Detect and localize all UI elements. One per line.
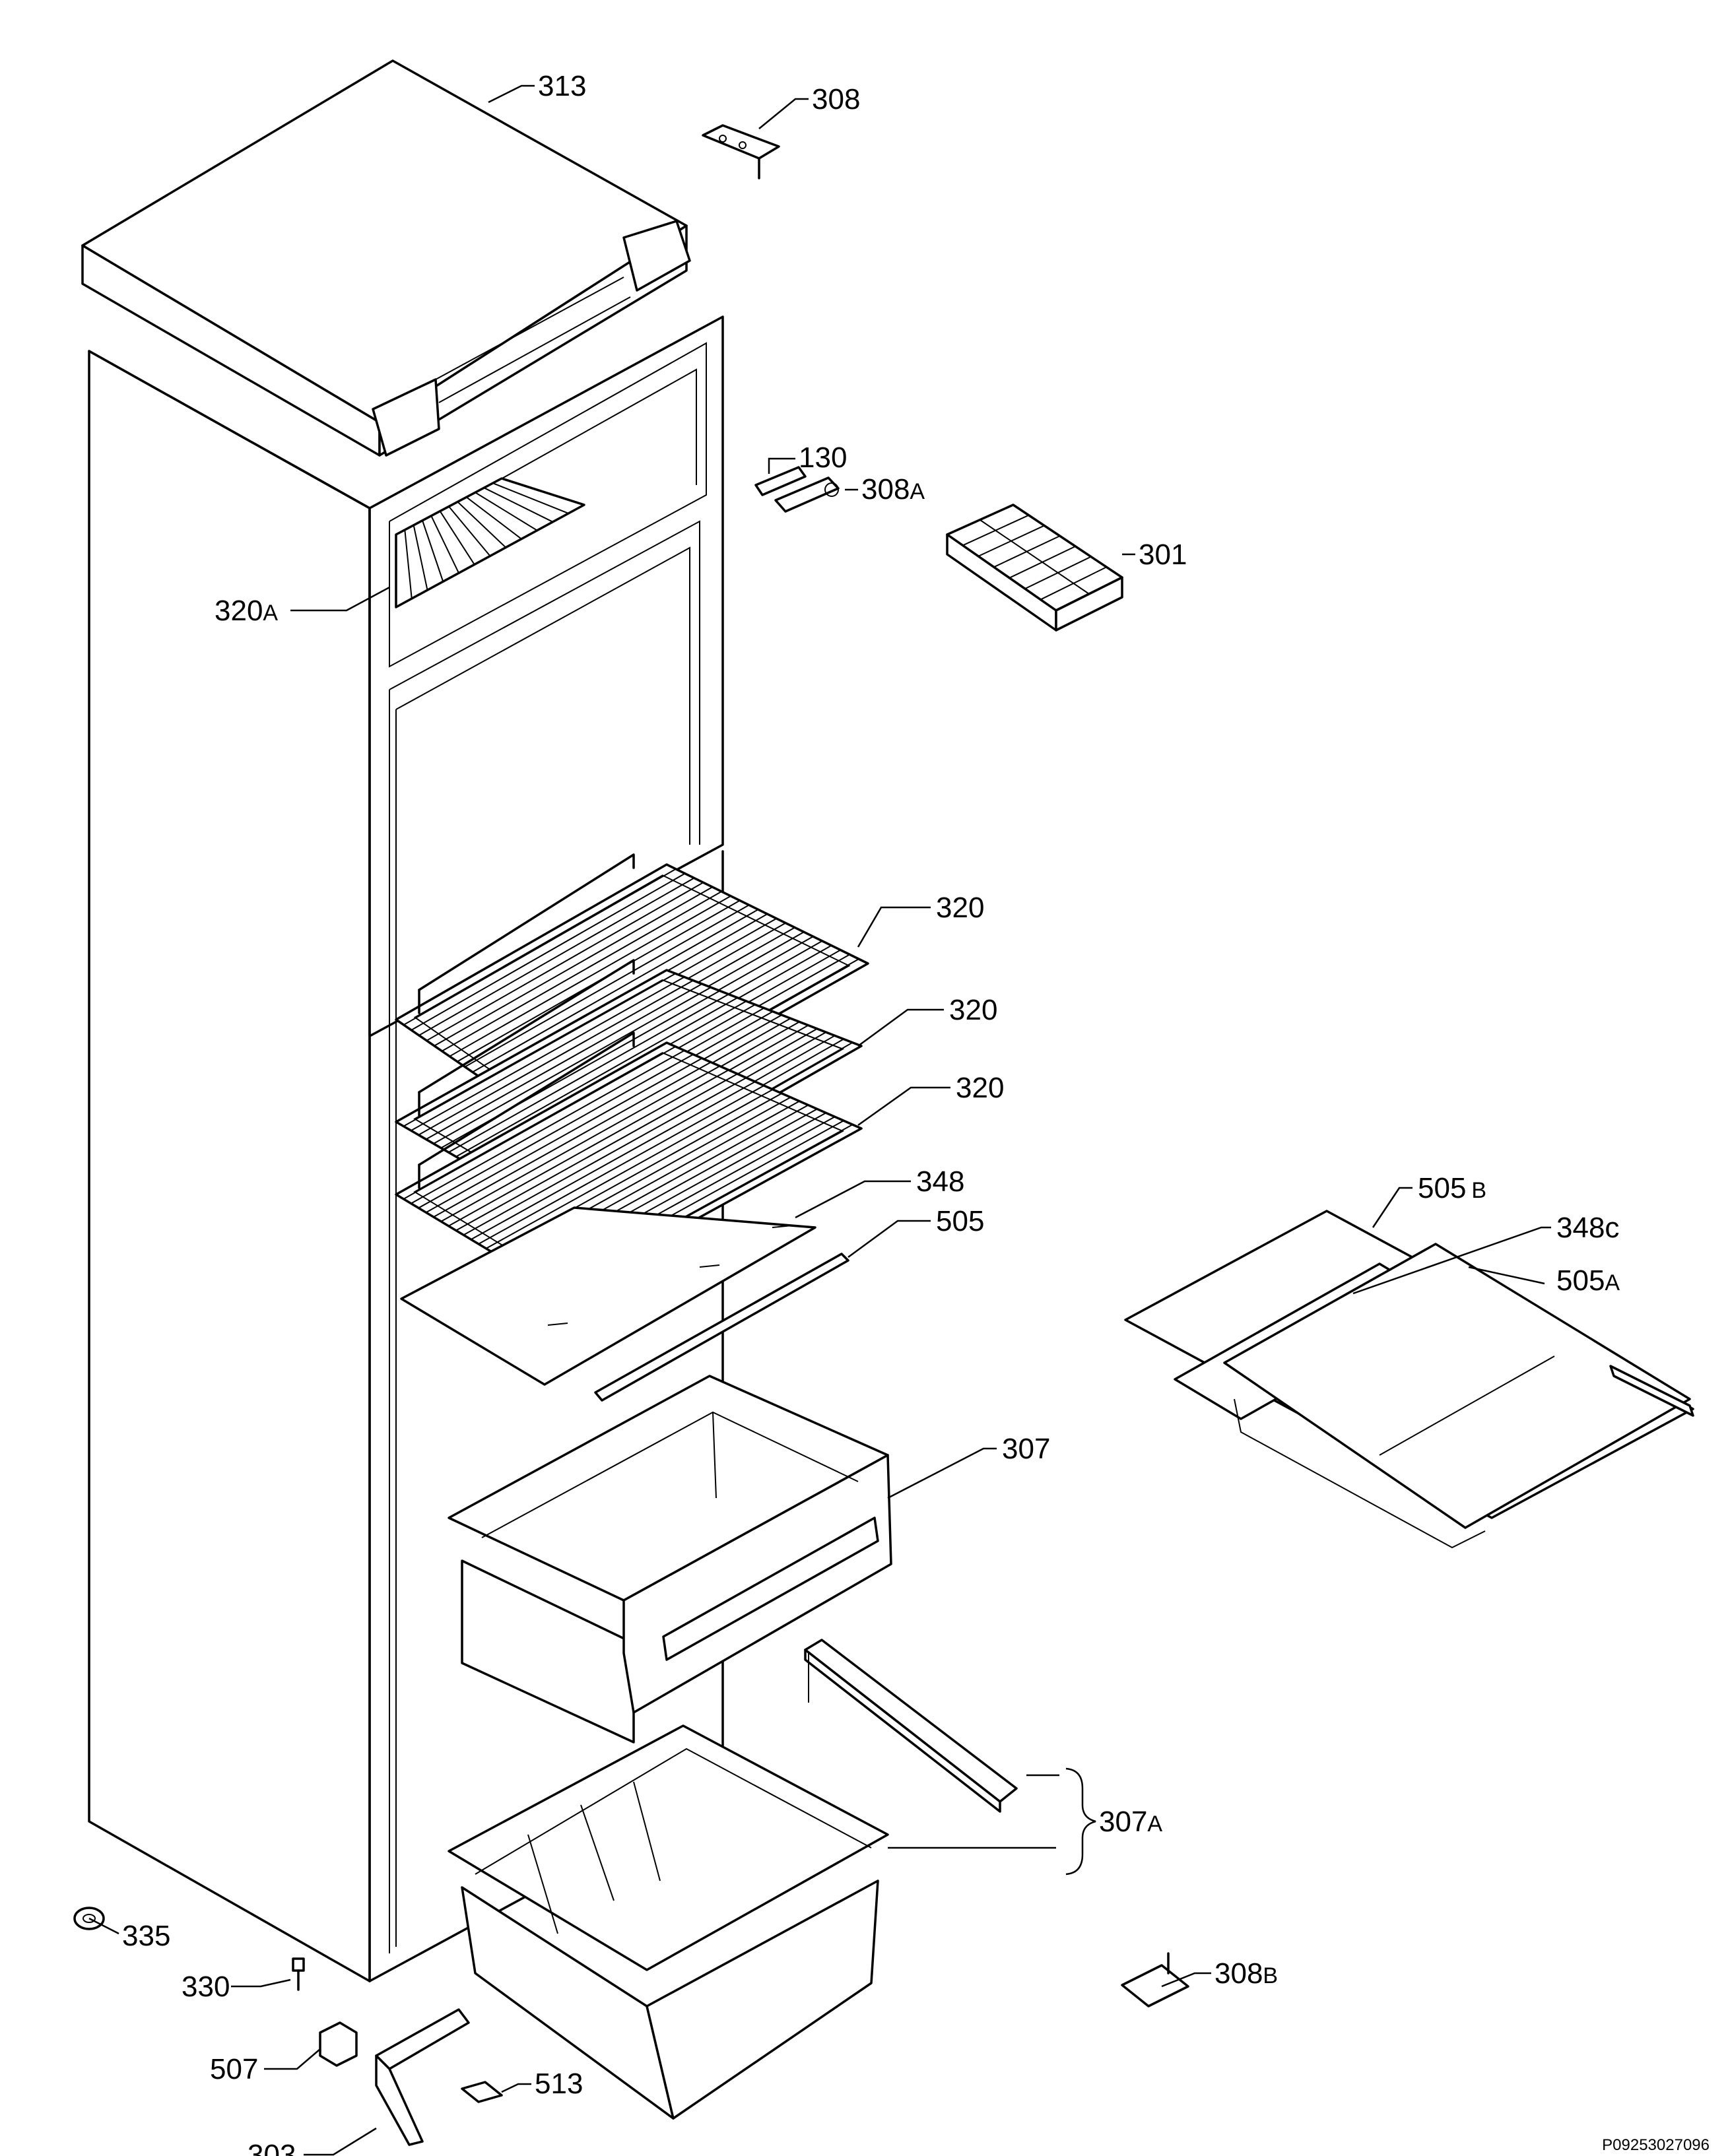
- drawer-divider: [804, 1639, 1018, 1813]
- callout-307: 307: [1002, 1433, 1050, 1465]
- callout-307a: 307A: [1099, 1806, 1162, 1838]
- callout-308a: 308A: [861, 473, 925, 506]
- shelf-assembly: [1124, 1210, 1694, 1549]
- bottom-hinge: [1121, 1952, 1189, 2008]
- kickplate-insert: [461, 2081, 503, 2103]
- callout-320-bottom: 320: [956, 1072, 1004, 1104]
- callout-335: 335: [122, 1920, 170, 1952]
- kickplate: [375, 2008, 470, 2146]
- top-cover: [81, 59, 691, 457]
- callout-313: 313: [538, 70, 586, 102]
- leader-lines: [88, 84, 1551, 2156]
- hinge-bracket: [754, 466, 840, 513]
- callout-507: 507: [210, 2053, 258, 2085]
- freezer-grid: [395, 477, 585, 608]
- top-hinge: [702, 124, 780, 180]
- callout-320a: 320A: [215, 595, 278, 627]
- callout-505a: 505A: [1556, 1264, 1620, 1297]
- callout-513: 513: [535, 2068, 583, 2100]
- callout-301: 301: [1139, 539, 1187, 571]
- callout-330: 330: [182, 1971, 230, 2003]
- callout-320-middle: 320: [949, 994, 997, 1026]
- callout-505: 505: [936, 1205, 984, 1237]
- callout-303: 303: [248, 2139, 296, 2156]
- screw: [292, 1957, 305, 1991]
- callout-348: 348: [916, 1165, 964, 1198]
- shelf-trim: [594, 1253, 849, 1402]
- callout-130: 130: [799, 441, 847, 474]
- drawing-code: P09253027096: [1602, 2136, 1710, 2154]
- glass-shelf: [400, 1206, 816, 1386]
- callouts: 313 308 130 308A 301 320A 320 320 320 34…: [122, 70, 1620, 2156]
- ice-tray: [946, 504, 1123, 632]
- lower-drawer: [448, 1724, 889, 2120]
- crisper-drawer: [448, 1375, 892, 1744]
- clip: [319, 2021, 358, 2067]
- callout-308b: 308B: [1214, 1957, 1278, 1990]
- callout-308: 308: [812, 83, 860, 115]
- callout-348c: 348c: [1556, 1212, 1619, 1244]
- callout-320-top: 320: [936, 892, 984, 924]
